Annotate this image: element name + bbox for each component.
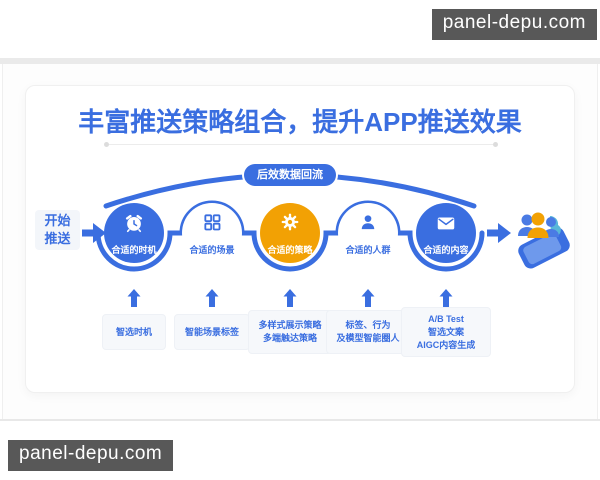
step-circle-audience: 合适的人群: [338, 203, 398, 263]
watermark-top: panel-depu.com: [431, 9, 597, 40]
step-circle-content: 合适的内容: [416, 203, 476, 263]
grid-icon: [182, 212, 242, 237]
step-label: 合适的人群: [345, 245, 391, 255]
top-divider-band: [0, 58, 600, 64]
person-icon: [338, 212, 398, 237]
flow-wave-line: [95, 200, 485, 272]
envelope-icon: [416, 212, 476, 239]
watermark-bottom: panel-depu.com: [8, 440, 174, 471]
tactic-line: 及模型智能圈人: [336, 333, 400, 343]
up-arrow-icon: [205, 289, 219, 307]
up-arrow-icon: [361, 289, 375, 307]
step-circle-strategy: 合适的策略: [260, 203, 320, 263]
tactic-line: A/B Test: [428, 313, 464, 324]
tactic-box-timing: 智选时机: [102, 314, 166, 350]
start-push-line2: 推送: [44, 231, 71, 246]
up-arrow-icon: [283, 289, 297, 307]
start-arrow-icon: [82, 223, 106, 243]
feedback-loop-pill: 后效数据回流: [244, 164, 336, 186]
gear-icon: [260, 212, 320, 237]
tactic-box-audience: 标签、行为 及模型智能圈人: [326, 310, 410, 354]
phone-users-illustration: [510, 198, 578, 277]
tactic-line: 智选时机: [115, 326, 152, 337]
title-divider: [104, 142, 498, 147]
start-push-line1: 开始: [44, 213, 71, 228]
step-circle-scene: 合适的场景: [182, 203, 242, 263]
bottom-divider-line: [0, 419, 600, 421]
step-label: 合适的场景: [189, 245, 235, 255]
tactic-line: 标签、行为: [345, 320, 391, 330]
poster-title: 丰富推送策略组合，提升APP推送效果: [78, 107, 522, 137]
tactic-line: 智选文案: [427, 326, 464, 337]
tactic-line: 多样式展示策略: [258, 320, 322, 330]
start-push-label: 开始 推送: [35, 210, 80, 250]
step-label: 合适的时机: [111, 245, 157, 255]
step-label: 合适的内容: [423, 245, 469, 255]
up-arrow-icon: [127, 289, 141, 307]
tactic-line: 多端触达策略: [262, 333, 317, 343]
step-circle-timing: 合适的时机: [104, 203, 164, 263]
tactic-box-scene: 智能场景标签: [174, 314, 250, 350]
end-arrow-icon: [487, 223, 511, 243]
up-arrow-icon: [439, 289, 453, 307]
poster-card: 丰富推送策略组合，提升APP推送效果 后效数据回流 开始 推送: [25, 85, 575, 393]
tactic-line: 智能场景标签: [184, 326, 239, 337]
alarm-clock-icon: [104, 212, 164, 239]
tactic-line: AIGC内容生成: [416, 339, 476, 350]
tactic-box-content: A/B Test 智选文案 AIGC内容生成: [401, 307, 491, 357]
tactic-box-strategy: 多样式展示策略 多端触达策略: [248, 310, 332, 354]
step-label: 合适的策略: [267, 245, 313, 255]
